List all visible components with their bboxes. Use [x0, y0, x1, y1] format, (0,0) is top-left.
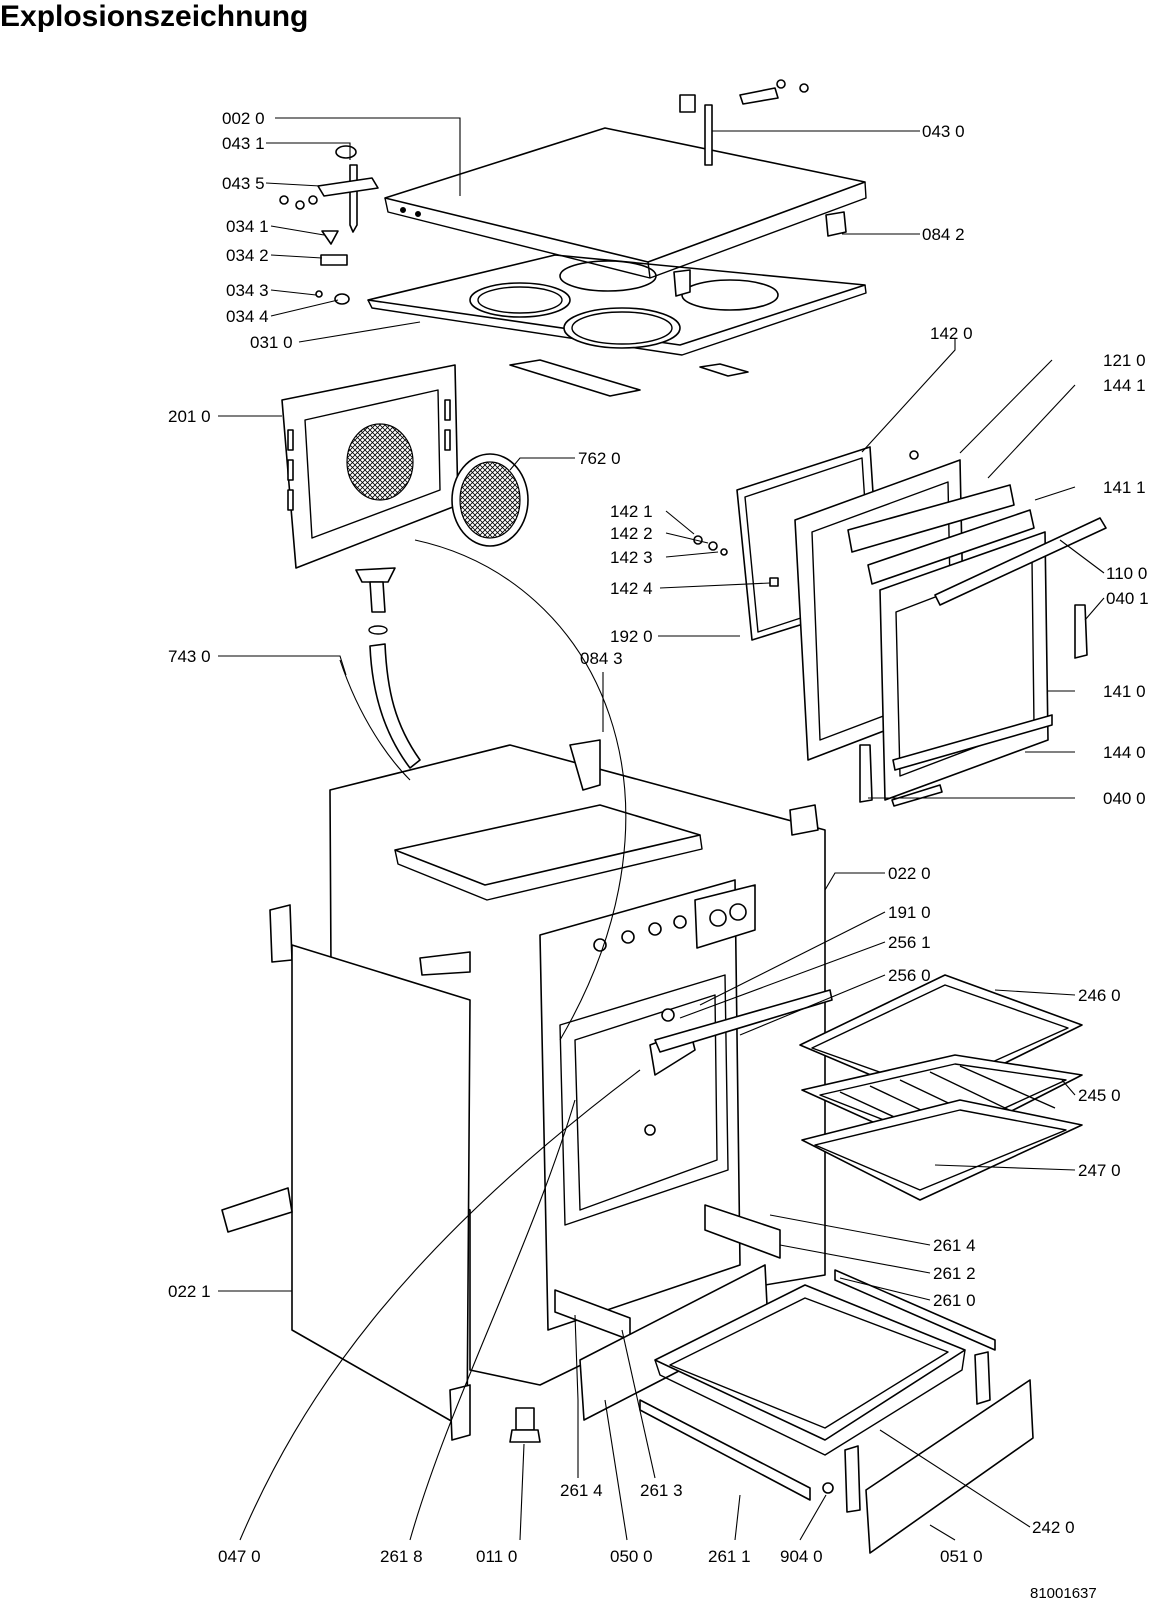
leader-lines [218, 117, 1105, 1541]
storage-drawer [654, 1284, 966, 1456]
part-label: 043 5 [222, 174, 265, 193]
part-label: 142 3 [610, 548, 653, 567]
door-hinges [693, 450, 1088, 807]
part-label: 031 0 [250, 333, 293, 352]
part-label: 743 0 [168, 647, 211, 666]
heat-shield [221, 1187, 293, 1233]
part-label: 022 1 [168, 1282, 211, 1301]
drain-hose [355, 567, 421, 769]
part-label: 084 2 [922, 225, 965, 244]
part-label: 142 0 [930, 324, 973, 343]
part-label: 242 0 [1032, 1518, 1075, 1537]
part-label: 144 1 [1103, 376, 1146, 395]
part-label: 040 1 [1106, 589, 1149, 608]
part-label: 034 1 [226, 217, 269, 236]
drip-tray [801, 1099, 1083, 1201]
part-label: 261 0 [933, 1291, 976, 1310]
part-label: 084 3 [580, 649, 623, 668]
part-label: 142 1 [610, 502, 653, 521]
screw-904 [822, 1482, 834, 1494]
part-label: 050 0 [610, 1547, 653, 1566]
part-label: 047 0 [218, 1547, 261, 1566]
hob-cover-lid [384, 127, 867, 279]
part-label: 247 0 [1078, 1161, 1121, 1180]
drawing-number: 81001637 [1030, 1585, 1097, 1602]
hob-tray [367, 254, 867, 397]
part-label: 002 0 [222, 109, 265, 128]
part-label: 261 8 [380, 1547, 423, 1566]
part-label: 110 0 [1106, 564, 1147, 583]
part-label: 261 4 [560, 1481, 603, 1500]
part-label: 144 0 [1103, 743, 1146, 762]
part-label: 051 0 [940, 1547, 983, 1566]
page-title: Explosionszeichnung [0, 0, 309, 33]
part-label: 261 3 [640, 1481, 683, 1500]
part-label: 261 1 [708, 1547, 751, 1566]
adjustable-foot [509, 1407, 541, 1443]
part-label: 261 2 [933, 1264, 976, 1283]
part-label: 256 1 [888, 933, 931, 952]
part-label: 201 0 [168, 407, 211, 426]
part-label: 034 4 [226, 307, 269, 326]
oven-housing [269, 739, 833, 1386]
part-label: 261 4 [933, 1236, 976, 1255]
back-panel [281, 364, 459, 569]
part-label: 040 0 [1103, 789, 1146, 808]
lid-hinges [279, 79, 847, 305]
part-label: 256 0 [888, 966, 931, 985]
part-label: 043 0 [922, 122, 965, 141]
part-labels: 002 0 043 1 043 5 034 1 034 2 034 3 034 … [168, 109, 1149, 1602]
part-label: 191 0 [888, 903, 931, 922]
part-label: 141 0 [1103, 682, 1146, 701]
part-label: 142 4 [610, 579, 653, 598]
part-label: 121 0 [1103, 351, 1146, 370]
fan-cover [451, 453, 529, 547]
part-label: 141 1 [1103, 478, 1146, 497]
part-label: 142 2 [610, 524, 653, 543]
part-label: 011 0 [476, 1547, 517, 1566]
drawer-rails [554, 1204, 996, 1501]
part-label: 192 0 [610, 627, 653, 646]
part-label: 246 0 [1078, 986, 1121, 1005]
part-label: 762 0 [578, 449, 621, 468]
drawer-front [844, 1351, 1034, 1554]
part-label: 034 3 [226, 281, 269, 300]
part-label: 904 0 [780, 1547, 823, 1566]
side-panel [291, 944, 471, 1441]
part-label: 043 1 [222, 134, 265, 153]
part-label: 245 0 [1078, 1086, 1121, 1105]
part-label: 034 2 [226, 246, 269, 265]
part-label: 022 0 [888, 864, 931, 883]
